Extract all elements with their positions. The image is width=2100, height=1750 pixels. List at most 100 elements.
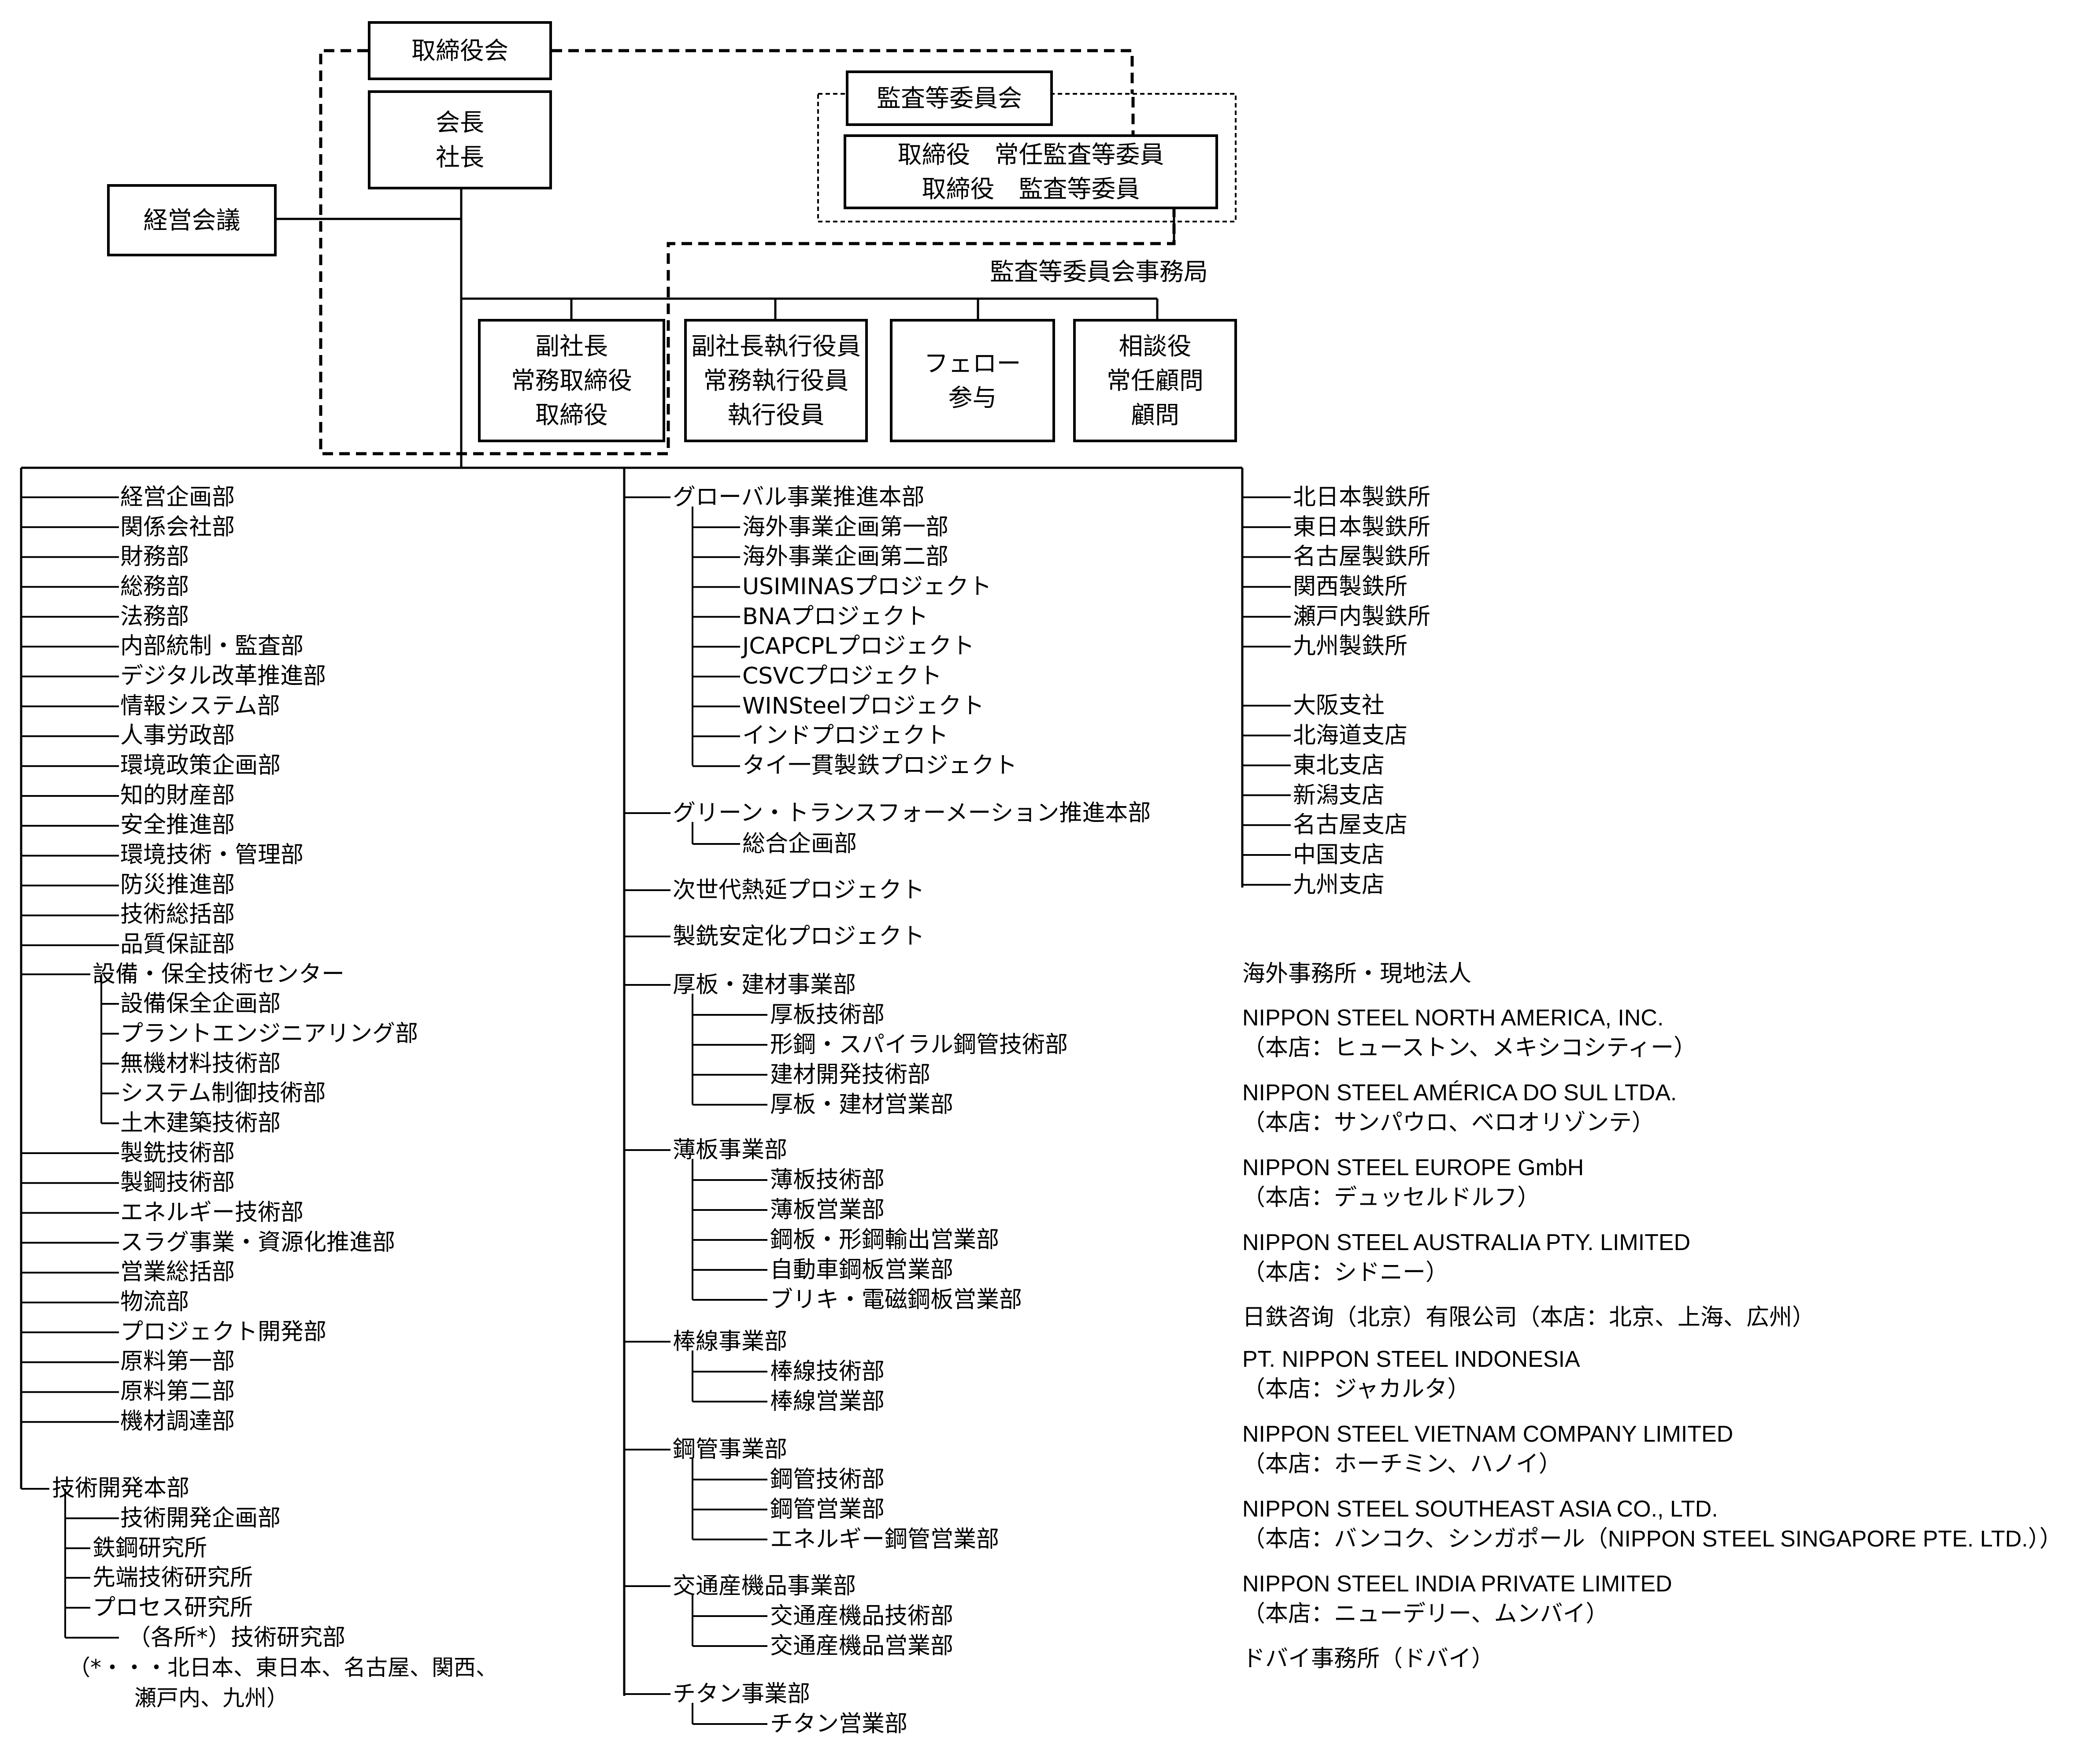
unit-sub-label: 薄板営業部 — [770, 1197, 885, 1223]
branch-label: 大阪支社 — [1293, 692, 1385, 719]
unit-sub-label: チタン営業部 — [770, 1711, 908, 1737]
overseas-line: PT. NIPPON STEEL INDONESIA — [1242, 1347, 1580, 1372]
unit-sub-label: 鋼板・形鋼輸出営業部 — [770, 1227, 1000, 1253]
rd-sub-label: 技術開発企画部 — [120, 1505, 281, 1532]
chairman-box: 会長 社長 — [368, 90, 552, 189]
exec-box-advisors: 相談役 常任顧問 顧問 — [1073, 319, 1237, 442]
exec-line: 取締役 — [535, 401, 608, 429]
unit-sub-label: 厚板技術部 — [770, 1002, 885, 1028]
equipment-sub-label: 設備保全企画部 — [120, 991, 281, 1017]
ironmaking-project-label: 製銑安定化プロジェクト — [673, 923, 925, 950]
dept-label: 環境技術・管理部 — [120, 842, 304, 868]
overseas-line: NIPPON STEEL AUSTRALIA PTY. LIMITED — [1242, 1230, 1691, 1255]
green-sub-label: 総合企画部 — [742, 831, 857, 857]
dept-label: 知的財産部 — [120, 782, 235, 809]
rd-sub-label: 先端技術研究所 — [93, 1565, 253, 1591]
hot-rolling-project-label: 次世代熱延プロジェクト — [673, 877, 925, 903]
overseas-line: NIPPON STEEL INDIA PRIVATE LIMITED — [1242, 1571, 1672, 1597]
global-sub-label: BNAプロジェクト — [742, 603, 929, 630]
overseas-line: NIPPON STEEL NORTH AMERICA, INC. — [1242, 1005, 1664, 1031]
global-hq-label: グローバル事業推進本部 — [673, 484, 925, 511]
overseas-line: （本店：シドニー） — [1242, 1260, 1449, 1285]
overseas-line: NIPPON STEEL AMÉRICA DO SUL LTDA. — [1242, 1080, 1677, 1106]
global-sub-label: CSVCプロジェクト — [742, 663, 942, 689]
unit-sub-label: 厚板・建材営業部 — [770, 1091, 954, 1118]
global-sub-label: JCAPCPLプロジェクト — [742, 633, 975, 659]
overseas-line: （本店：サンパウロ、ベロオリゾンテ） — [1242, 1110, 1655, 1136]
dept-label: 関係会社部 — [120, 514, 235, 540]
rd-labs-label: （各所*）技術研究部 — [128, 1624, 346, 1651]
rd-hq-label: 技術開発本部 — [52, 1475, 190, 1502]
overseas-line: （本店：デュッセルドルフ） — [1242, 1185, 1541, 1210]
rd-sub-label: 鉄鋼研究所 — [93, 1535, 207, 1561]
main-connectors — [20, 189, 1244, 1696]
dept-label: 原料第一部 — [120, 1348, 235, 1375]
dept-label: 営業総括部 — [120, 1259, 235, 1285]
branch-label: 中国支店 — [1293, 842, 1385, 868]
works-label: 名古屋製鉄所 — [1293, 544, 1431, 570]
global-sub-label: 海外事業企画第一部 — [742, 514, 949, 540]
equipment-sub-label: プラントエンジニアリング部 — [120, 1021, 419, 1047]
exec-box-directors: 副社長 常務取締役 取締役 — [478, 319, 665, 442]
dept-label: 原料第二部 — [120, 1378, 235, 1405]
global-sub-label: USIMINASプロジェクト — [742, 573, 992, 600]
exec-box-fellows: フェロー 参与 — [890, 319, 1055, 442]
unit-sub-label: エネルギー鋼管営業部 — [770, 1526, 1000, 1553]
works-label: 東日本製鉄所 — [1293, 514, 1431, 540]
works-label: 北日本製鉄所 — [1293, 484, 1431, 511]
overseas-line: NIPPON STEEL VIETNAM COMPANY LIMITED — [1242, 1421, 1733, 1447]
global-sub-label: 海外事業企画第二部 — [742, 544, 949, 570]
unit-sub-label: 建材開発技術部 — [770, 1062, 931, 1088]
rd-sub-label: プロセス研究所 — [93, 1595, 253, 1621]
unit-sub-label: 交通産機品営業部 — [770, 1633, 954, 1659]
overseas-line: （本店：バンコク、シンガポール（NIPPON STEEL SINGAPORE P… — [1242, 1526, 2063, 1552]
unit-label: 鋼管事業部 — [673, 1436, 788, 1463]
exec-line: 執行役員 — [727, 401, 825, 429]
management-meeting-box: 経営会議 — [107, 184, 277, 256]
unit-label: 棒線事業部 — [673, 1328, 788, 1355]
unit-sub-label: 形鋼・スパイラル鋼管技術部 — [770, 1032, 1068, 1058]
dept-label: 総務部 — [120, 573, 189, 600]
works-label: 瀬戸内製鉄所 — [1293, 603, 1431, 630]
exec-line: 参与 — [948, 384, 997, 412]
unit-label: 薄板事業部 — [673, 1137, 788, 1163]
green-hq-label: グリーン・トランスフォーメーション推進本部 — [673, 800, 1151, 826]
unit-sub-label: ブリキ・電磁鋼板営業部 — [770, 1287, 1022, 1313]
dept-label: 機材調達部 — [120, 1408, 235, 1435]
dept-label: 経営企画部 — [120, 484, 235, 511]
president-label: 社長 — [435, 143, 484, 171]
works-label: 関西製鉄所 — [1293, 573, 1408, 600]
unit-sub-label: 交通産機品技術部 — [770, 1603, 954, 1629]
unit-sub-label: 鋼管営業部 — [770, 1496, 885, 1523]
unit-label: 交通産機品事業部 — [673, 1573, 856, 1599]
audit-members-box: 取締役 常任監査等委員 取締役 監査等委員 — [844, 134, 1218, 209]
dept-label: 財務部 — [120, 544, 189, 570]
dept-label: 技術総括部 — [120, 901, 235, 928]
exec-line: 副社長執行役員 — [691, 332, 861, 360]
dept-label: 防災推進部 — [120, 872, 235, 898]
management-meeting-label: 経営会議 — [143, 206, 241, 234]
dept-label: 製鋼技術部 — [120, 1169, 235, 1196]
unit-sub-label: 棒線営業部 — [770, 1388, 885, 1415]
dept-label: 物流部 — [120, 1289, 189, 1315]
overseas-line: （本店：ヒューストン、メキシコシティー） — [1242, 1035, 1697, 1061]
overseas-line: 日鉄咨询（北京）有限公司（本店：北京、上海、広州） — [1242, 1305, 1815, 1330]
overseas-line: NIPPON STEEL EUROPE GmbH — [1242, 1155, 1584, 1180]
dept-label: プロジェクト開発部 — [120, 1319, 327, 1345]
audit-member: 取締役 監査等委員 — [922, 175, 1140, 203]
exec-line: 相談役 — [1119, 332, 1192, 360]
equipment-center-label: 設備・保全技術センター — [93, 961, 345, 988]
dept-label: 製銑技術部 — [120, 1140, 235, 1166]
dept-label: スラグ事業・資源化推進部 — [120, 1229, 396, 1256]
dept-label: デジタル改革推進部 — [120, 663, 326, 689]
audit-member-standing: 取締役 常任監査等委員 — [897, 140, 1164, 169]
overseas-line: NIPPON STEEL SOUTHEAST ASIA CO., LTD. — [1242, 1496, 1718, 1522]
unit-sub-label: 薄板技術部 — [770, 1167, 885, 1193]
branch-ticks — [21, 496, 1291, 1725]
audit-committee-label: 監査等委員会 — [876, 84, 1022, 112]
exec-line: 常任顧問 — [1106, 366, 1204, 395]
overseas-line: （本店：ニューデリー、ムンバイ） — [1242, 1601, 1609, 1627]
dept-label: 人事労政部 — [120, 722, 235, 749]
exec-line: 常務取締役 — [511, 366, 632, 395]
